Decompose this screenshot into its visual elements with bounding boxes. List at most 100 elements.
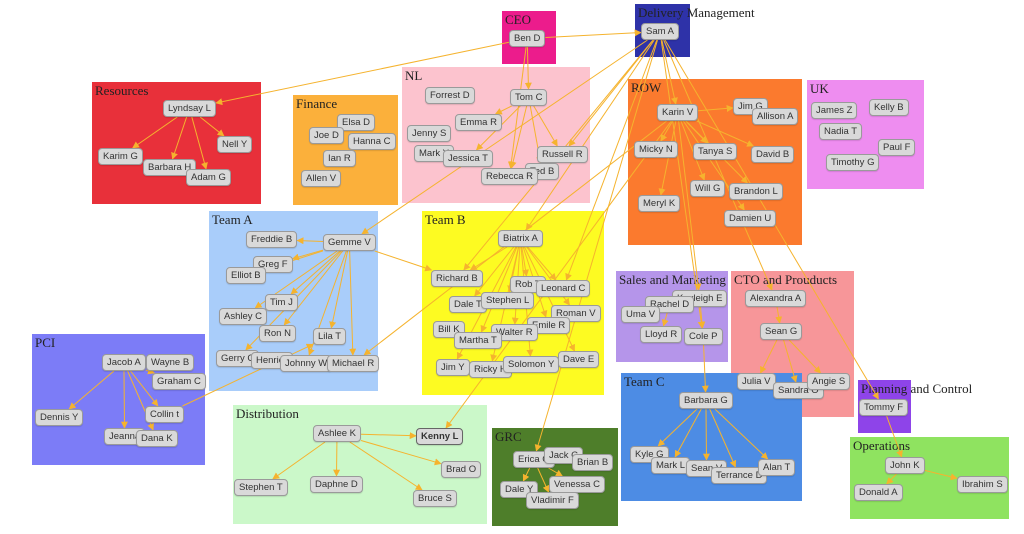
node-dennis-y[interactable]: Dennis Y [35, 409, 84, 426]
node-stephen-l[interactable]: Stephen L [481, 292, 535, 309]
node-mark-l[interactable]: Mark L [651, 457, 691, 474]
group-label: GRC [495, 429, 522, 444]
node-collin-t[interactable]: Collin t [145, 406, 185, 423]
node-ashlee-k[interactable]: Ashlee K [313, 425, 362, 442]
node-biatrix-a[interactable]: Biatrix A [498, 230, 543, 247]
node-jeanna[interactable]: Jeanna [104, 428, 146, 445]
node-cole-p[interactable]: Cole P [684, 328, 723, 345]
node-john-k[interactable]: John K [885, 457, 925, 474]
node-brian-b[interactable]: Brian B [572, 454, 614, 471]
group-label: Distribution [236, 406, 299, 421]
group-label: Team A [212, 212, 253, 227]
node-brad-o[interactable]: Brad O [441, 461, 482, 478]
node-elsa-d[interactable]: Elsa D [337, 114, 375, 131]
node-richard-b[interactable]: Richard B [431, 270, 483, 287]
node-adam-g[interactable]: Adam G [186, 169, 231, 186]
group-label: Team B [425, 212, 466, 227]
node-alan-t[interactable]: Alan T [758, 459, 796, 476]
node-will-g[interactable]: Will G [690, 180, 726, 197]
group-label: Sales and Marketing [619, 272, 726, 287]
node-ben-d[interactable]: Ben D [509, 30, 546, 47]
node-gemme-v[interactable]: Gemme V [323, 234, 376, 251]
node-damien-u[interactable]: Damien U [724, 210, 777, 227]
node-tim-j[interactable]: Tim J [265, 294, 298, 311]
node-lloyd-r[interactable]: Lloyd R [640, 326, 683, 343]
edge-ben-to-sam [545, 29, 642, 39]
node-tanya-s[interactable]: Tanya S [693, 143, 738, 160]
group-label: CEO [505, 12, 531, 27]
node-lyndsay-l[interactable]: Lyndsay L [163, 100, 216, 117]
node-martha-t[interactable]: Martha T [454, 332, 502, 349]
node-micky-n[interactable]: Micky N [634, 141, 678, 158]
node-paul-f[interactable]: Paul F [878, 139, 916, 156]
node-bruce-s[interactable]: Bruce S [413, 490, 457, 507]
node-hanna-c[interactable]: Hanna C [348, 133, 396, 150]
node-jessica-t[interactable]: Jessica T [443, 150, 493, 167]
node-stephen-t[interactable]: Stephen T [234, 479, 288, 496]
node-jacob-a[interactable]: Jacob A [102, 354, 146, 371]
node-dave-e[interactable]: Dave E [558, 351, 600, 368]
node-julia-v[interactable]: Julia V [737, 373, 776, 390]
group-label: CTO and Prouducts [734, 272, 838, 287]
node-dana-k[interactable]: Dana K [136, 430, 178, 447]
node-timothy-g[interactable]: Timothy G [826, 154, 880, 171]
node-jenny-s[interactable]: Jenny S [407, 125, 452, 142]
node-karim-g[interactable]: Karim G [98, 148, 143, 165]
node-johnny-w[interactable]: Johnny W [280, 355, 333, 372]
node-meryl-k[interactable]: Meryl K [638, 195, 681, 212]
node-ian-r[interactable]: Ian R [323, 150, 356, 167]
node-venessa-c[interactable]: Venessa C [549, 476, 605, 493]
node-russell-r[interactable]: Russell R [537, 146, 588, 163]
group-label: Planning and Control [861, 381, 973, 396]
node-sean-g[interactable]: Sean G [760, 323, 803, 340]
node-allison-a[interactable]: Allison A [752, 108, 799, 125]
node-kelly-b[interactable]: Kelly B [869, 99, 909, 116]
node-james-z[interactable]: James Z [811, 102, 858, 119]
node-nell-y[interactable]: Nell Y [217, 136, 253, 153]
node-ricky-h[interactable]: Ricky H [469, 361, 512, 378]
node-barbara-g[interactable]: Barbara G [679, 392, 733, 409]
node-wayne-b[interactable]: Wayne B [146, 354, 195, 371]
group-label: ROW [631, 80, 662, 95]
node-ibrahim-s[interactable]: Ibrahim S [957, 476, 1008, 493]
group-label: PCI [35, 335, 56, 350]
node-angie-s[interactable]: Angie S [807, 373, 851, 390]
node-nadia-t[interactable]: Nadia T [819, 123, 863, 140]
node-alexandra-a[interactable]: Alexandra A [745, 290, 807, 307]
node-freddie-b[interactable]: Freddie B [246, 231, 298, 248]
node-david-b[interactable]: David B [751, 146, 795, 163]
node-graham-c[interactable]: Graham C [152, 373, 206, 390]
group-label: NL [405, 68, 423, 83]
node-solomon-y[interactable]: Solomon Y [503, 356, 560, 373]
node-walter-r[interactable]: Walter R [491, 324, 538, 341]
group-label: Delivery Management [638, 5, 755, 20]
node-ashley-c[interactable]: Ashley C [219, 308, 268, 325]
node-uma-v[interactable]: Uma V [621, 306, 661, 323]
node-michael-r[interactable]: Michael R [327, 355, 380, 372]
node-kenny-l[interactable]: Kenny L [416, 428, 464, 445]
node-ron-n[interactable]: Ron N [259, 325, 296, 342]
node-joe-d[interactable]: Joe D [309, 127, 344, 144]
node-barbara-h[interactable]: Barbara H [143, 159, 197, 176]
node-leonard-c[interactable]: Leonard C [536, 280, 591, 297]
node-rebecca-r[interactable]: Rebecca R [481, 168, 538, 185]
node-vladimir-f[interactable]: Vladimir F [526, 492, 579, 509]
group-label: Finance [296, 96, 338, 111]
node-allen-v[interactable]: Allen V [301, 170, 342, 187]
node-tom-c[interactable]: Tom C [510, 89, 548, 106]
group-label: UK [810, 81, 829, 96]
node-forrest-d[interactable]: Forrest D [425, 87, 475, 104]
node-lila-t[interactable]: Lila T [313, 328, 347, 345]
node-daphne-d[interactable]: Daphne D [310, 476, 363, 493]
node-karin-v[interactable]: Karin V [657, 104, 699, 121]
node-emma-r[interactable]: Emma R [455, 114, 502, 131]
node-sam-a[interactable]: Sam A [641, 23, 679, 40]
node-elliot-b[interactable]: Elliot B [226, 267, 266, 284]
node-brandon-l[interactable]: Brandon L [729, 183, 783, 200]
node-donald-a[interactable]: Donald A [854, 484, 903, 501]
node-tommy-f[interactable]: Tommy F [859, 399, 909, 416]
node-jim-y[interactable]: Jim Y [436, 359, 470, 376]
group-label: Operations [853, 438, 911, 453]
group-label: Team C [624, 374, 665, 389]
